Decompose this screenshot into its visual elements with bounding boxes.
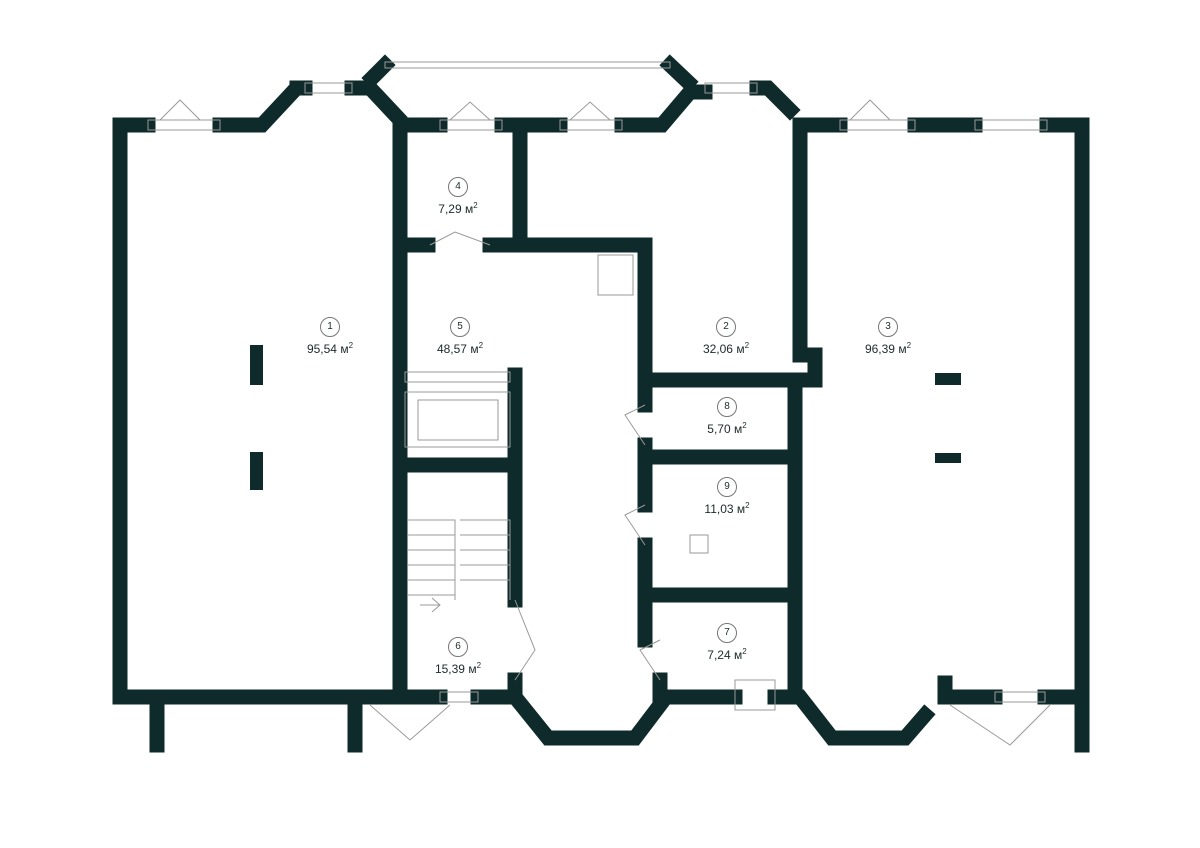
- room-number: 9: [717, 477, 737, 497]
- room-area: 95,54 м2: [306, 341, 354, 356]
- room-8: 8 5,70 м2: [667, 396, 787, 436]
- outer-wall-left: [112, 117, 408, 705]
- room-number: 3: [878, 317, 898, 337]
- room-3: 3 96,39 м2: [828, 316, 948, 356]
- wall-5-top: [392, 237, 653, 388]
- room-number: 2: [716, 317, 736, 337]
- room-number: 7: [717, 623, 737, 643]
- room-number: 5: [450, 317, 470, 337]
- room-number: 4: [448, 177, 468, 197]
- room-number: 8: [717, 397, 737, 417]
- wall-room1-divider: [344, 80, 408, 705]
- outer-wall-bottom-right: [652, 675, 1090, 746]
- room-1: 1 95,54 м2: [270, 316, 390, 356]
- room-area: 7,24 м2: [707, 647, 747, 662]
- outer-wall-top-middle: [392, 84, 713, 133]
- room-area: 32,06 м2: [702, 341, 750, 356]
- top-window: [384, 61, 671, 69]
- room-number: 1: [320, 317, 340, 337]
- wall-8-9-7: [637, 449, 803, 603]
- room-6: 6 15,39 м2: [398, 636, 518, 676]
- walls: [112, 54, 1090, 753]
- top-bay-wall: [361, 54, 699, 93]
- room-area: 96,39 м2: [864, 341, 912, 356]
- room-area: 48,57 м2: [436, 341, 484, 356]
- room-5: 5 48,57 м2: [400, 316, 520, 356]
- wall-room2-right: [637, 117, 823, 388]
- room-9: 9 11,03 м2: [667, 476, 787, 516]
- fixtures: [147, 61, 1051, 746]
- outer-wall-right: [907, 117, 1090, 753]
- room-area: 11,03 м2: [704, 501, 750, 516]
- room-2: 2 32,06 м2: [666, 316, 786, 356]
- room-7: 7 7,24 м2: [667, 622, 787, 662]
- room-4: 4 7,29 м2: [398, 176, 518, 216]
- room-area: 7,29 м2: [438, 201, 478, 216]
- room-number: 6: [448, 637, 468, 657]
- wall-stair: [392, 367, 523, 705]
- room-area: 15,39 м2: [434, 661, 482, 676]
- columns: [250, 345, 961, 490]
- outer-wall-top-right: [749, 80, 848, 133]
- support-legs-left: [149, 689, 363, 753]
- outer-wall-bottom-middle: [392, 689, 671, 746]
- room-area: 5,70 м2: [707, 421, 747, 436]
- wall-corridor-right: [637, 372, 668, 708]
- outer-wall-top-left: [212, 80, 313, 133]
